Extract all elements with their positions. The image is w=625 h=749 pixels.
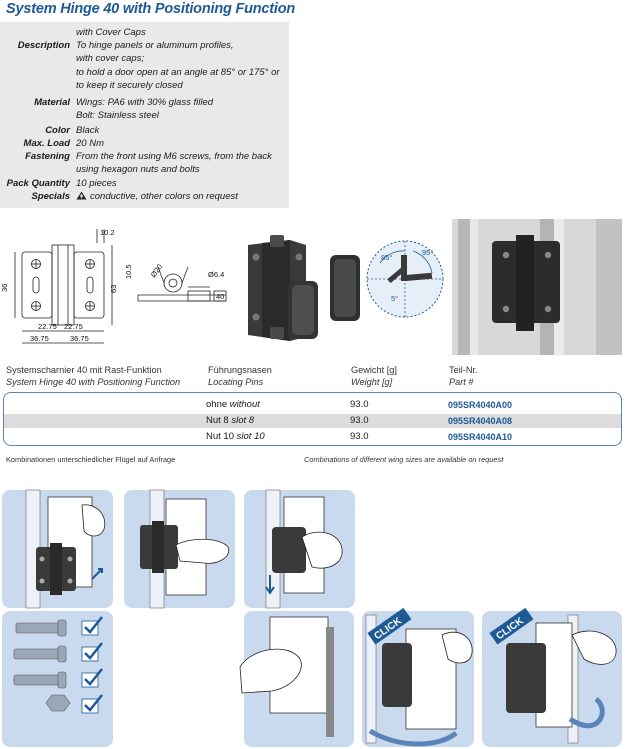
dim-36-75-right: 36.75 xyxy=(70,334,89,343)
dim-36-75-left: 36.75 xyxy=(30,334,49,343)
assembly-illustrations: CLICK CLICK xyxy=(2,489,622,747)
dim-63: 63 xyxy=(109,285,118,293)
dim-10-5: 10.5 xyxy=(124,264,133,279)
step-3-panel xyxy=(244,489,355,609)
installed-hinge-photo xyxy=(452,219,622,355)
dim-22-75-right: 22.75 xyxy=(64,322,83,331)
conductive-icon xyxy=(76,191,87,200)
side-view-drawing xyxy=(137,266,227,302)
header-product: Systemscharnier 40 mit Rast-Funktion Sys… xyxy=(6,365,181,387)
specification-box: with Cover Caps Description To hinge pan… xyxy=(0,22,289,208)
screws-panel xyxy=(2,611,113,747)
step-1-panel xyxy=(2,489,113,609)
technical-drawings: 36 63 10.2 22.75 22.75 36.75 36.75 10.5 … xyxy=(0,219,622,355)
dim-diameter-6-4: Ø6.4 xyxy=(208,270,224,279)
dim-40: 40 xyxy=(216,292,224,301)
table-row: Nut 8 slot 8 93.0 095SR4040A08 xyxy=(4,414,621,428)
step-2-panel xyxy=(124,489,235,609)
step-6-panel: CLICK xyxy=(482,607,622,747)
table-row: Nut 10 slot 10 93.0 095SR4040A10 xyxy=(206,431,513,442)
page-title: System Hinge 40 with Positioning Functio… xyxy=(6,1,296,17)
header-weight: Gewicht [g] Weight [g] xyxy=(351,365,397,387)
note-english: Combinations of different wing sizes are… xyxy=(304,455,504,464)
dim-10-2: 10.2 xyxy=(100,228,115,237)
dim-diameter-20: Ø20 xyxy=(149,262,165,279)
angle-5: 5° xyxy=(391,294,398,303)
note-german: Kombinationen unterschiedlicher Flügel a… xyxy=(6,455,176,464)
header-part-number: Teil-Nr. Part # xyxy=(449,365,478,387)
angle-95: 95° xyxy=(422,248,433,257)
front-view-drawing xyxy=(14,229,113,344)
step-4-panel xyxy=(239,611,354,747)
parts-table: ohne without 93.0 095SR4040A00 Nut 8 slo… xyxy=(3,392,622,446)
header-locating-pins: Führungsnasen Locating Pins xyxy=(208,365,272,387)
dim-36: 36 xyxy=(0,284,9,292)
table-row: ohne without 93.0 095SR4040A00 xyxy=(206,399,513,410)
angle-diagram xyxy=(366,240,444,318)
angle-85: 85° xyxy=(381,253,392,262)
hinge-product-photo xyxy=(248,235,360,341)
step-5-panel: CLICK xyxy=(362,607,474,747)
dim-22-75-left: 22.75 xyxy=(38,322,57,331)
